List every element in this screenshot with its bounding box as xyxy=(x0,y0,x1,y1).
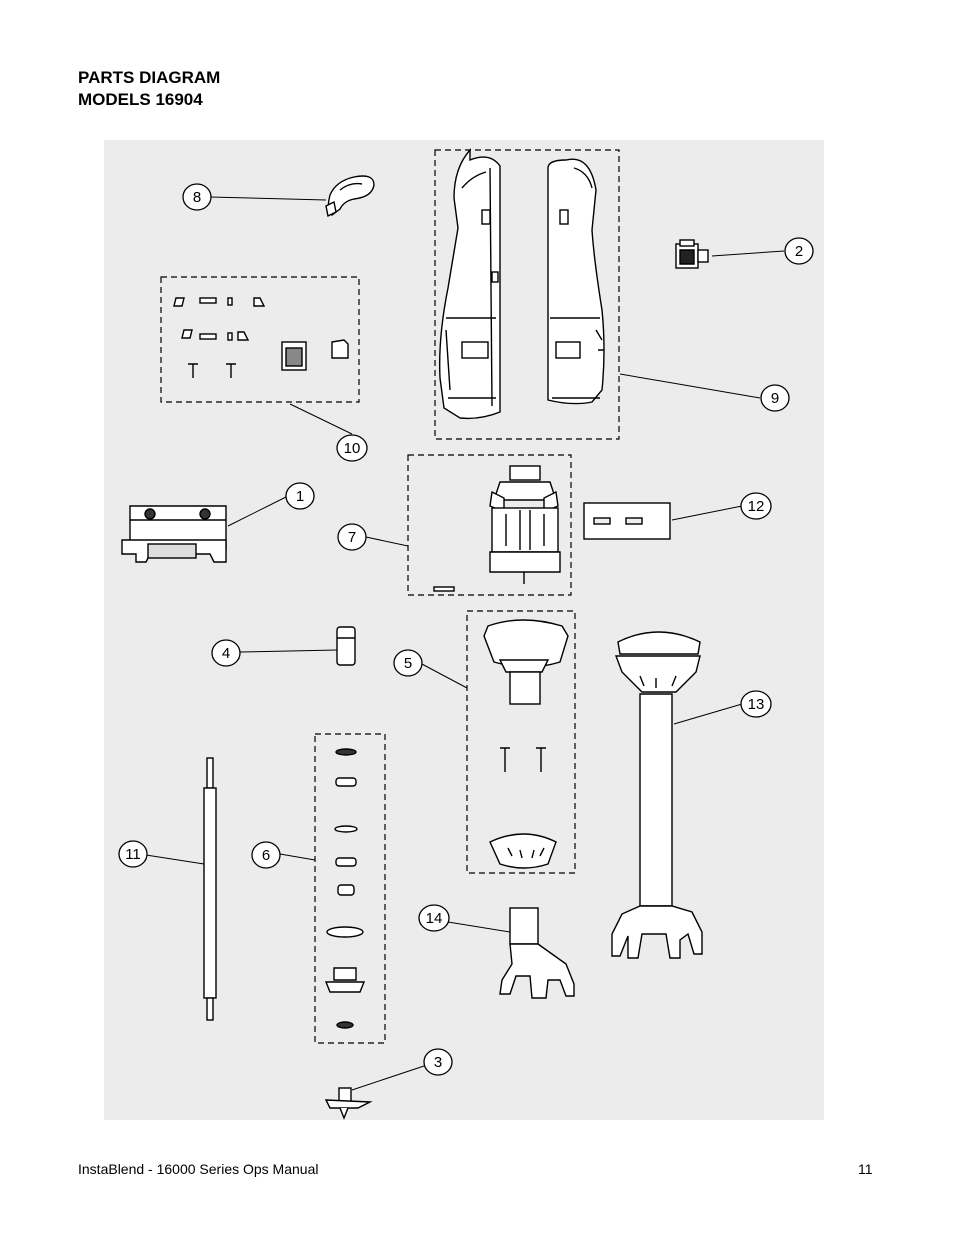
group-box-6 xyxy=(314,733,386,1044)
leader-5 xyxy=(419,662,468,689)
callout-label-2: 2 xyxy=(795,243,803,260)
part-14-drawing xyxy=(499,907,575,999)
leader-9 xyxy=(619,373,761,399)
callout-circle-3 xyxy=(423,1048,453,1076)
leader-12 xyxy=(671,505,743,521)
callout-circle-8 xyxy=(182,183,212,211)
part-1-drawing xyxy=(121,505,227,563)
leader-6 xyxy=(279,853,316,861)
callout-label-12: 12 xyxy=(748,498,765,515)
callout-label-1: 1 xyxy=(296,488,304,505)
callout-label-8: 8 xyxy=(193,189,201,206)
leader-3 xyxy=(351,1065,425,1091)
part-10-drawing xyxy=(173,297,349,378)
part-3-drawing xyxy=(324,1087,373,1120)
leader-2 xyxy=(711,250,785,257)
callout-circle-9 xyxy=(760,384,790,412)
parts-diagram: 8 2 9 10 1 7 12 4 5 13 11 6 14 3 xyxy=(104,140,824,1120)
part-6-drawing xyxy=(324,748,366,1029)
callout-label-7: 7 xyxy=(348,529,356,546)
callout-circle-4 xyxy=(211,639,241,667)
callout-label-9: 9 xyxy=(771,390,779,407)
callout-numbers: 8 2 9 10 1 7 12 4 5 13 11 6 14 3 xyxy=(125,189,803,1071)
dashed-group-boxes xyxy=(160,149,620,1044)
page-title: PARTS DIAGRAM MODELS 16904 xyxy=(78,67,220,111)
part-13-drawing xyxy=(611,631,703,959)
part-7-drawing xyxy=(433,465,561,592)
footer-page-number: 11 xyxy=(858,1161,873,1177)
part-5-drawing xyxy=(483,619,569,869)
callout-label-4: 4 xyxy=(222,645,230,662)
callout-circle-11 xyxy=(118,840,148,868)
group-box-9 xyxy=(434,149,620,440)
callout-label-10: 10 xyxy=(344,440,361,457)
callout-circle-2 xyxy=(784,237,814,265)
callout-circle-1 xyxy=(285,482,315,510)
leader-lines xyxy=(145,196,785,1091)
callout-circle-12 xyxy=(740,492,772,520)
leader-4 xyxy=(239,649,338,653)
part-11-drawing xyxy=(203,757,217,1021)
callout-circle-5 xyxy=(393,649,423,677)
title-line-2: MODELS 16904 xyxy=(78,90,203,109)
leader-14 xyxy=(447,921,511,933)
leader-1 xyxy=(227,496,287,527)
footer-manual-title: InstaBlend - 16000 Series Ops Manual xyxy=(78,1161,319,1177)
leader-11 xyxy=(145,854,205,865)
callout-circles xyxy=(118,183,814,1076)
callout-label-11: 11 xyxy=(125,846,141,863)
callout-label-3: 3 xyxy=(434,1054,442,1071)
callout-circle-10 xyxy=(336,434,368,462)
group-box-5 xyxy=(466,610,576,874)
leader-7 xyxy=(365,536,409,547)
part-2-drawing xyxy=(675,239,709,269)
callout-label-6: 6 xyxy=(262,847,270,864)
part-12-drawing xyxy=(583,502,671,540)
title-line-1: PARTS DIAGRAM xyxy=(78,68,221,87)
callout-circle-6 xyxy=(251,841,281,869)
callout-label-14: 14 xyxy=(426,910,443,927)
group-box-10 xyxy=(160,276,360,403)
part-4-drawing xyxy=(336,626,356,666)
part-8-drawing xyxy=(325,175,375,218)
leader-8 xyxy=(209,196,327,201)
callout-circle-14 xyxy=(418,904,450,932)
part-9-drawing xyxy=(438,148,605,420)
callout-label-13: 13 xyxy=(748,696,765,713)
callout-circle-7 xyxy=(337,523,367,551)
callout-label-5: 5 xyxy=(404,655,412,672)
parts-diagram-svg: 8 2 9 10 1 7 12 4 5 13 11 6 14 3 xyxy=(118,148,814,1120)
leader-13 xyxy=(673,703,743,725)
leader-10 xyxy=(289,403,353,435)
callout-circle-13 xyxy=(740,690,772,718)
group-box-7 xyxy=(407,454,572,596)
